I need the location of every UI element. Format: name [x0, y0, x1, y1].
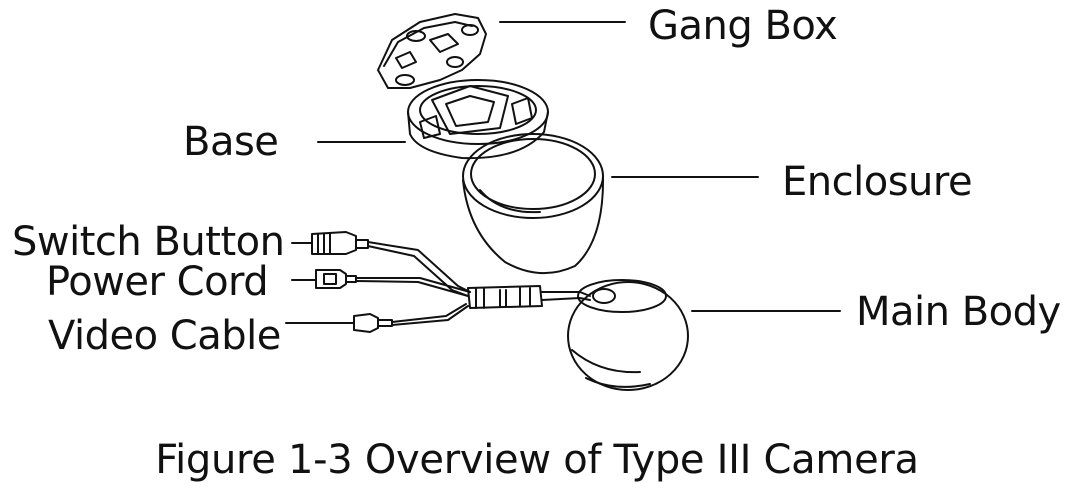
- figure-caption: Figure 1-3 Overview of Type III Camera: [155, 437, 919, 483]
- enclosure-drawing: [462, 133, 605, 275]
- cable-bundle-drawing: [311, 231, 591, 333]
- main-body-drawing: [567, 279, 689, 391]
- base-drawing: [407, 79, 549, 160]
- label-gang-box: Gang Box: [648, 3, 838, 49]
- label-switch-button: Switch Button: [12, 219, 285, 265]
- gang-box-drawing: [377, 13, 487, 89]
- label-main-body: Main Body: [856, 289, 1061, 335]
- label-video-cable: Video Cable: [48, 313, 281, 359]
- label-power-cord: Power Cord: [46, 259, 269, 305]
- label-enclosure: Enclosure: [782, 159, 973, 205]
- label-base: Base: [183, 119, 279, 165]
